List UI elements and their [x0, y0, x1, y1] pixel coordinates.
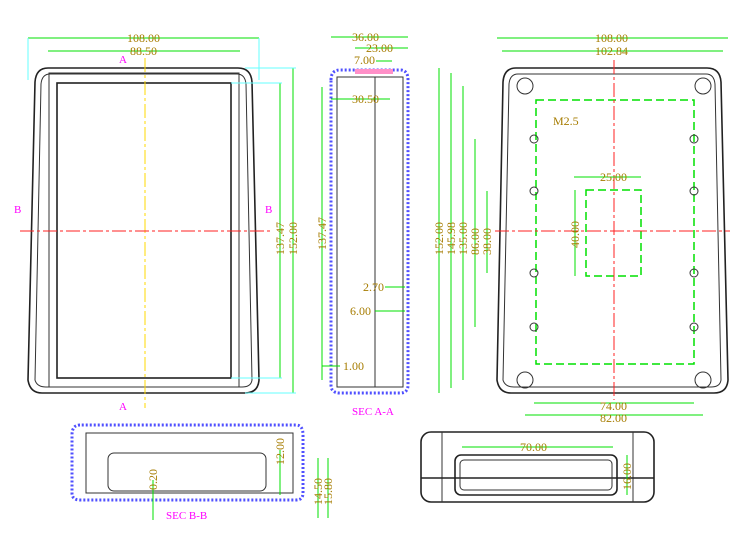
dim-gap: 0.20	[146, 469, 160, 490]
dim-top-depth: 23.00	[366, 41, 393, 55]
dim-recess: 7.00	[354, 53, 375, 67]
dim-inner: 30.50	[352, 92, 379, 106]
end-view: 70.00 16.00	[420, 431, 655, 503]
dim-wall-b: 6.00	[350, 304, 371, 318]
dim-floor: 1.00	[343, 359, 364, 373]
dim-width: 108.00	[127, 31, 160, 45]
section-b-left: B	[14, 204, 21, 216]
dim-h1-b: 14.50	[311, 478, 325, 505]
section-b-b: 12.00 0.20 14.50 15.80 SEC B-B	[70, 423, 335, 522]
dim-opening-w: 70.00	[520, 440, 547, 454]
section-a-a-title: SEC A-A	[352, 406, 394, 418]
section-a-top: A	[119, 54, 127, 66]
dim-height: 152.00	[286, 222, 300, 255]
dim-back-width: 108.00	[595, 31, 628, 45]
dim-inner-width: 88.50	[130, 44, 157, 58]
dim-opening-h: 16.00	[620, 463, 634, 490]
section-b-b-title: SEC B-B	[166, 510, 207, 522]
dim-depth: 36.00	[352, 30, 379, 44]
dim-h1: 152.00	[432, 222, 446, 255]
dim-inner-h: 12.00	[273, 438, 287, 465]
dim-h5: 38.00	[480, 228, 494, 255]
screw-bosses	[516, 77, 712, 389]
dim-h2-b: 15.80	[321, 478, 335, 505]
side-section-a-a: 36.00 23.00 7.00 30.50 137.47 2.70 6.00 …	[315, 30, 410, 418]
back-view: 108.00 102.84 152.00 145.98 135.00 86.00…	[432, 31, 730, 425]
dim-h2: 145.98	[444, 222, 458, 255]
dim-pocket-h: 40.00	[568, 221, 582, 248]
dim-h3: 135.00	[456, 222, 470, 255]
dim-wall-a: 2.70	[363, 280, 384, 294]
dim-side-height: 137.47	[315, 217, 329, 250]
dim-span2: 82.00	[600, 411, 627, 425]
dim-span1: 74.00	[600, 399, 627, 413]
front-view: 108.00 88.50 137.47 152.00 A A B B	[14, 31, 300, 413]
dim-back-inner-width: 102.84	[595, 44, 628, 58]
dim-pocket-w: 25.00	[600, 170, 627, 184]
section-a-bottom: A	[119, 401, 127, 413]
dim-inner-height: 137.47	[273, 222, 287, 255]
dim-h4: 86.00	[468, 228, 482, 255]
screw-label: M2.5	[553, 114, 579, 128]
section-b-right: B	[265, 204, 272, 216]
